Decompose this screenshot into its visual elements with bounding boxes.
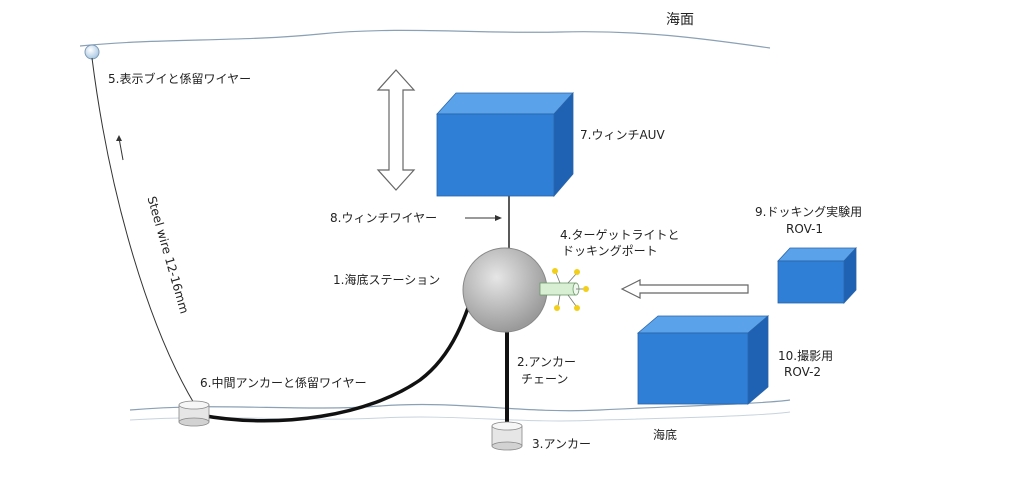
label-buoy: 5.表示ブイと係留ワイヤー — [108, 72, 252, 86]
label-anchor: 3.アンカー — [532, 437, 591, 451]
label-target-light-line2: ドッキングポート — [562, 244, 658, 258]
buoy-mooring-wire — [91, 57, 196, 406]
marker-buoy — [84, 44, 100, 60]
rov2-box — [636, 315, 770, 405]
label-station: 1.海底ステーション — [333, 273, 441, 287]
seabed-line-lower — [129, 411, 791, 422]
label-sea-surface: 海面 — [666, 12, 694, 28]
winch-wire-pointer-head — [495, 215, 502, 221]
label-rov2-line2: ROV-2 — [784, 365, 822, 379]
rov1-box — [777, 246, 857, 305]
seabed-station-sphere — [462, 247, 548, 333]
label-seabed: 海底 — [653, 428, 678, 442]
label-winch-auv: 7.ウィンチAUV — [580, 128, 665, 142]
vertical-motion-arrow — [376, 69, 416, 191]
anchor — [491, 421, 523, 451]
seabed-line — [129, 399, 791, 412]
label-rov1-line2: ROV-1 — [786, 222, 824, 236]
sea-surface-line — [79, 29, 771, 49]
label-intermediate-anchor: 6.中間アンカーと係留ワイヤー — [200, 376, 367, 390]
wire-direction-arrow-head — [116, 135, 122, 141]
label-target-light-line1: 4.ターゲットライトと — [560, 228, 680, 242]
label-winch-wire: 8.ウィンチワイヤー — [330, 211, 438, 225]
target-lights — [552, 268, 589, 311]
intermediate-anchor — [178, 400, 210, 427]
label-anchor-chain-line1: 2.アンカー — [517, 355, 576, 369]
approach-arrow — [620, 279, 749, 299]
label-anchor-chain-line2: チェーン — [521, 372, 569, 386]
winch-auv-box — [436, 91, 574, 198]
wire-direction-arrow — [118, 137, 124, 161]
label-rov1-line1: 9.ドッキング実験用 — [755, 205, 863, 219]
docking-port — [539, 282, 580, 296]
label-rov2-line1: 10.撮影用 — [778, 349, 834, 363]
